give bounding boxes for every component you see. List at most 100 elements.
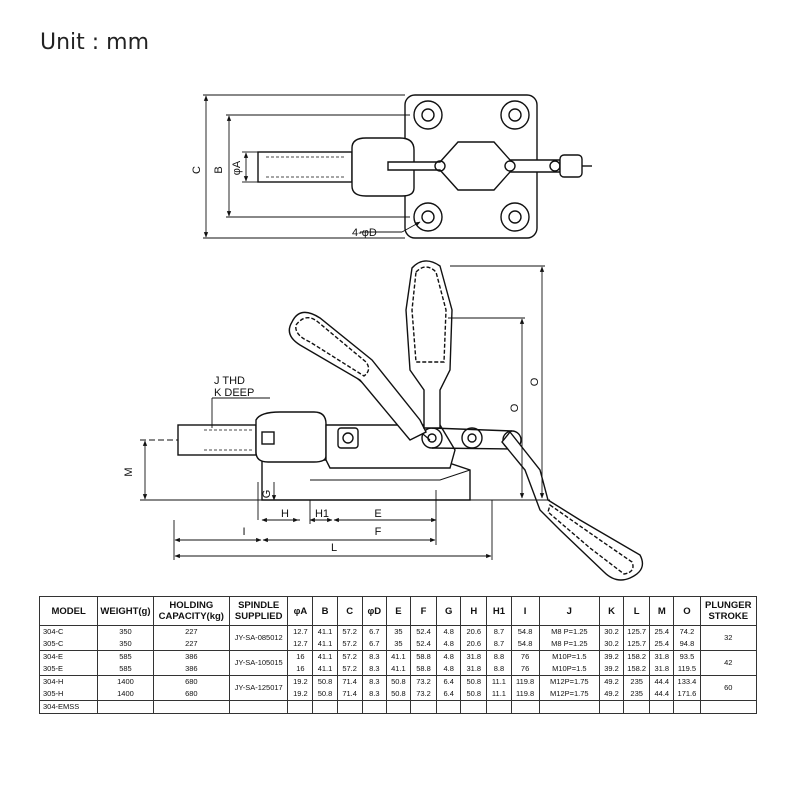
cell-holding: 680 [152,675,231,688]
header-l: L [623,596,651,626]
cell-j: M10P=1.5 [538,650,600,663]
cell-phia: 19.2 [287,675,314,688]
cell-i: 119.8 [510,688,540,701]
clamp-technical-drawing: C B φA 4-φD [123,94,644,581]
dim-l-label: L [331,542,337,554]
cell-i: 76 [510,663,540,676]
cell-h1: 8.8 [486,650,512,663]
cell-spindle: JY-SA-085012 [229,625,289,651]
cell-k: 39.2 [598,650,625,663]
cell-empty [538,700,600,714]
header-f: F [409,596,438,626]
cell-g: 6.4 [436,675,462,688]
cell-l: 158.2 [623,650,651,663]
cell-g: 4.8 [436,650,462,663]
dim-f-label: F [375,526,382,538]
header-weight: WEIGHT(g) [97,596,154,626]
cell-c: 57.2 [336,625,363,638]
cell-h1: 8.7 [486,625,512,638]
cell-j: M8 P=1.25 [538,638,600,651]
cell-j: M12P=1.75 [538,675,600,688]
cell-g: 6.4 [436,688,462,701]
plunger-rod-side [177,424,257,456]
header-g: G [436,596,462,626]
cell-e: 41.1 [385,663,411,676]
cell-spindle: JY-SA-125017 [229,675,289,701]
cell-empty [409,700,438,714]
side-dimensions [140,265,550,560]
cell-plunger-stroke: 60 [699,675,758,701]
cell-h: 31.8 [460,650,488,663]
plunger-rod-top [257,151,353,183]
cell-l: 235 [623,688,651,701]
cell-l: 158.2 [623,663,651,676]
cell-model: 304-EMSS [38,700,99,714]
cell-empty [486,700,512,714]
cell-phia: 19.2 [287,688,314,701]
header-holding-capacity: HOLDING CAPACITY(kg) [152,596,231,626]
cell-e: 35 [385,625,411,638]
dim-o-upper-label: O [529,377,541,386]
cell-f: 58.8 [409,650,438,663]
cell-spindle: JY-SA-105015 [229,650,289,676]
spec-table: MODEL WEIGHT(g) HOLDING CAPACITY(kg) SPI… [38,596,758,714]
cell-phia: 16 [287,650,314,663]
mounting-holes [413,100,530,232]
header-c: C [336,596,363,626]
cell-empty [361,700,387,714]
cell-empty [699,700,758,714]
cell-empty [97,700,154,714]
cell-i: 54.8 [510,638,540,651]
cell-phia: 12.7 [287,638,314,651]
dim-e-label: E [374,508,381,520]
dim-phi-a-label: φA [231,160,243,175]
cell-holding: 227 [152,625,231,638]
cell-j: M12P=1.75 [538,688,600,701]
cell-empty [510,700,540,714]
cell-k: 49.2 [598,675,625,688]
cell-m: 44.4 [649,688,675,701]
k-deep-label: K DEEP [214,387,254,399]
cell-plunger-stroke: 42 [699,650,758,676]
cell-b: 50.8 [312,675,338,688]
cell-weight: 1400 [97,688,154,701]
cell-holding: 386 [152,650,231,663]
cell-empty [312,700,338,714]
cell-e: 50.8 [385,688,411,701]
cell-g: 4.8 [436,638,462,651]
table-header-row: MODEL WEIGHT(g) HOLDING CAPACITY(kg) SPI… [38,596,758,626]
side-view [177,260,644,581]
cell-h1: 8.7 [486,638,512,651]
unit-label: Unit : mm [40,30,150,55]
header-m: M [649,596,675,626]
cell-holding: 227 [152,638,231,651]
cell-l: 235 [623,675,651,688]
cell-phid: 8.3 [361,650,387,663]
cell-empty [385,700,411,714]
cell-empty [598,700,625,714]
cell-empty [673,700,701,714]
j-thd-label: J THD [214,375,245,387]
cell-o: 119.5 [673,663,701,676]
header-e: E [385,596,411,626]
cell-m: 25.4 [649,625,675,638]
header-j: J [538,596,600,626]
cell-k: 49.2 [598,688,625,701]
cell-g: 4.8 [436,625,462,638]
dim-i-label: I [242,526,245,538]
header-phi-d: φD [361,596,387,626]
header-spindle: SPINDLE SUPPLIED [229,596,289,626]
header-model: MODEL [38,596,99,626]
cell-g: 4.8 [436,663,462,676]
cell-empty [336,700,363,714]
cell-i: 76 [510,650,540,663]
cell-phia: 12.7 [287,625,314,638]
cell-weight: 585 [97,663,154,676]
cell-l: 125.7 [623,625,651,638]
header-o: O [673,596,701,626]
cell-j: M10P=1.5 [538,663,600,676]
cell-o: 93.5 [673,650,701,663]
